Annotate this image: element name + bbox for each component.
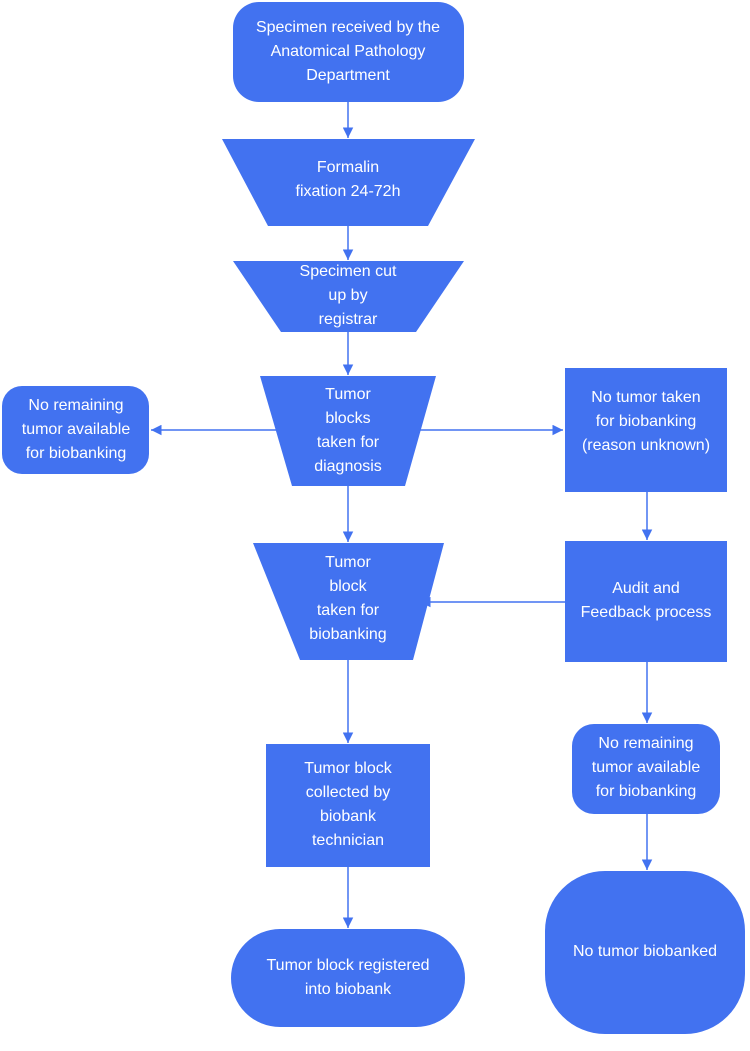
node-label-line: Formalin [317,159,379,176]
node-specimen-cut-up: Specimen cut up by registrar [233,261,464,332]
node-label-line: blocks [325,410,370,427]
node-tumor-block-biobanking: Tumor block taken for biobanking [253,543,444,660]
node-label: No tumor taken for biobanking (reason unkn… [582,389,710,454]
node-label: Tumor block collected by biobank technician [304,760,392,849]
node-label-line: block [329,578,367,595]
node-label-line: Feedback process [581,604,712,621]
node-label-line: biobank [320,808,377,825]
connectors [151,102,653,928]
node-tumor-block-collected: Tumor block collected by biobank technician [266,744,430,867]
node-label-line: Specimen cut [300,263,397,280]
node-tumor-block-registered: Tumor block registered into biobank [231,929,465,1027]
node-label: Formalin fixation 24-72h [296,159,401,200]
node-label-line: registrar [319,311,378,328]
node-label-line: up by [328,287,367,304]
node-label-line: No tumor biobanked [573,943,717,960]
node-label-line: Tumor block registered [266,957,429,974]
node-label-line: Tumor [325,386,371,403]
node-label-line: taken for [317,602,380,619]
node-label: No remaining tumor available for biobankin… [22,397,131,462]
node-label-line: No remaining [28,397,123,414]
node-no-remaining-left: No remaining tumor available for biobankin… [2,386,149,474]
node-label-line: taken for [317,434,380,451]
node-label-line: Tumor [325,554,371,571]
node-no-tumor-biobanked: No tumor biobanked [545,871,745,1034]
node-label: No tumor biobanked [573,943,717,960]
node-label-line: tumor available [592,759,701,776]
node-label-line: technician [312,832,384,849]
node-label-line: Audit and [612,580,680,597]
node-label-line: fixation 24-72h [296,183,401,200]
node-no-tumor-taken: No tumor taken for biobanking (reason unkn… [565,368,727,492]
node-label-line: tumor available [22,421,131,438]
node-label-line: into biobank [305,981,392,998]
node-label: Specimen cut up by registrar [300,263,397,328]
node-label: Tumor blocks taken for diagnosis [314,386,382,475]
node-label-line: Department [306,67,390,84]
node-label-line: (reason unknown) [582,437,710,454]
node-formalin-fixation: Formalin fixation 24-72h [222,139,475,226]
node-label-line: collected by [306,784,391,801]
node-label-line: for biobanking [26,445,127,462]
node-label-line: biobanking [309,626,386,643]
node-label-line: Anatomical Pathology [271,43,426,60]
node-tumor-blocks-diagnosis: Tumor blocks taken for diagnosis [260,376,436,486]
node-label-line: Tumor block [304,760,392,777]
node-label: Tumor block registered into biobank [266,957,429,998]
node-label-line: No tumor taken [591,389,700,406]
node-label-line: Specimen received by the [256,19,440,36]
node-label: Tumor block taken for biobanking [309,554,386,643]
node-label-line: for biobanking [596,413,697,430]
node-no-remaining-right: No remaining tumor available for biobankin… [572,724,720,814]
node-label-line: diagnosis [314,458,382,475]
node-label-line: for biobanking [596,783,697,800]
node-label-line: No remaining [598,735,693,752]
node-label: No remaining tumor available for biobankin… [592,735,701,800]
